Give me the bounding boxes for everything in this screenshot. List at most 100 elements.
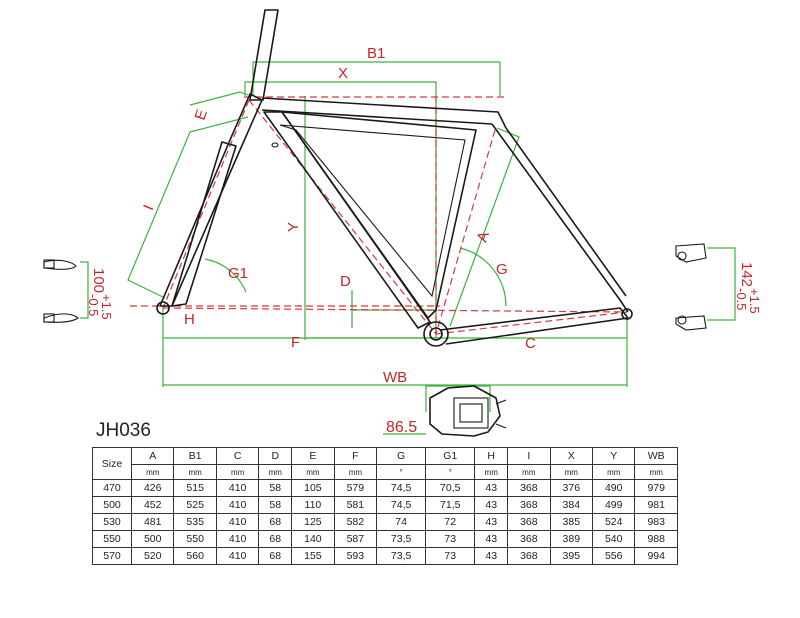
size-header: Size <box>92 447 132 480</box>
frame-geometry-diagram: B1 X E I Y A D G G1 H F C WB 100 +1.5 -0… <box>43 9 762 437</box>
table-cell: 68 <box>258 547 293 565</box>
table-cell: 560 <box>173 547 217 565</box>
label-b1: B1 <box>367 45 385 62</box>
unit-cell: mm <box>634 464 678 480</box>
table-cell: 140 <box>291 530 335 548</box>
column-header: Y <box>592 447 636 465</box>
label-g: G <box>496 261 508 278</box>
model-name: JH036 <box>96 420 151 441</box>
table-cell: 73,5 <box>376 547 427 565</box>
table-cell: 110 <box>291 496 335 514</box>
svg-text:+1.5: +1.5 <box>747 288 762 314</box>
table-cell: 579 <box>333 479 378 497</box>
label-c: C <box>525 335 536 352</box>
table-cell: 410 <box>215 547 260 565</box>
unit-cell: mm <box>507 464 551 480</box>
unit-cell: mm <box>258 464 293 480</box>
table-cell: 426 <box>130 479 175 497</box>
column-header: B1 <box>173 447 217 465</box>
bicycle-frame <box>156 9 633 347</box>
unit-cell: mm <box>333 464 378 480</box>
column-header: C <box>215 447 260 465</box>
table-cell: 68 <box>258 513 293 531</box>
table-cell: 58 <box>258 479 293 497</box>
table-cell: 587 <box>333 530 378 548</box>
table-cell: 524 <box>592 513 636 531</box>
table-cell: 155 <box>291 547 335 565</box>
table-cell: 389 <box>549 530 594 548</box>
table-units-row: mm mm mm mm mm mm ° ° mm mm mm mm mm <box>93 464 678 480</box>
table-cell: 368 <box>507 530 551 548</box>
table-cell: 384 <box>549 496 594 514</box>
column-header: G <box>376 447 427 465</box>
table-cell: 368 <box>507 479 551 497</box>
label-f: F <box>291 334 300 351</box>
svg-text:-0.5: -0.5 <box>86 294 101 316</box>
geometry-table: Size A B1 C D E F G G1 H I X Y WB mm mm … <box>92 447 678 565</box>
front-dropout-details <box>43 259 79 323</box>
table-cell: 43 <box>474 547 509 565</box>
table-cell: 520 <box>130 547 175 565</box>
table-cell: 490 <box>592 479 636 497</box>
table-cell: 988 <box>634 530 678 548</box>
table-cell: 979 <box>634 479 678 497</box>
table-cell: 410 <box>215 479 260 497</box>
label-y: Y <box>285 222 302 232</box>
column-header: I <box>507 447 551 465</box>
unit-cell: ° <box>425 464 476 480</box>
svg-text:+1.5: +1.5 <box>99 294 114 320</box>
table-cell: 395 <box>549 547 594 565</box>
table-cell: 540 <box>592 530 636 548</box>
size-cell: 470 <box>92 479 132 497</box>
table-cell: 515 <box>173 479 217 497</box>
table-cell: 74 <box>376 513 427 531</box>
label-d: D <box>340 273 351 290</box>
table-header-row: Size A B1 C D E F G G1 H I X Y WB <box>92 447 678 480</box>
table-cell: 410 <box>215 513 260 531</box>
table-cell: 385 <box>549 513 594 531</box>
size-cell: 570 <box>92 547 132 565</box>
table-cell: 70,5 <box>425 479 476 497</box>
column-header: WB <box>634 447 678 465</box>
table-cell: 983 <box>634 513 678 531</box>
table-cell: 72 <box>425 513 476 531</box>
size-cell: 530 <box>92 513 132 531</box>
unit-cell: mm <box>549 464 594 480</box>
table-cell: 73 <box>425 530 476 548</box>
table-cell: 43 <box>474 530 509 548</box>
table-cell: 58 <box>258 496 293 514</box>
table-cell: 499 <box>592 496 636 514</box>
label-i: I <box>140 202 157 212</box>
size-cell: 500 <box>92 496 132 514</box>
svg-text:-0.5: -0.5 <box>734 288 749 310</box>
table-cell: 410 <box>215 496 260 514</box>
front-spacing-dimension: 100 +1.5 -0.5 <box>86 268 114 320</box>
table-cell: 981 <box>634 496 678 514</box>
label-e: E <box>192 107 211 122</box>
table-cell: 368 <box>507 547 551 565</box>
svg-text:100: 100 <box>90 268 107 293</box>
table-cell: 550 <box>173 530 217 548</box>
table-cell: 71,5 <box>425 496 476 514</box>
column-header: E <box>291 447 335 465</box>
table-cell: 125 <box>291 513 335 531</box>
table-cell: 593 <box>333 547 378 565</box>
rear-spacing-dimension: 142 +1.5 -0.5 <box>734 262 762 314</box>
unit-cell: mm <box>592 464 636 480</box>
table-cell: 73,5 <box>376 530 427 548</box>
column-header: F <box>333 447 378 465</box>
table-cell: 68 <box>258 530 293 548</box>
label-g1: G1 <box>228 265 248 282</box>
table-cell: 74,5 <box>376 479 427 497</box>
table-cell: 581 <box>333 496 378 514</box>
column-header: G1 <box>425 447 476 465</box>
table-cell: 368 <box>507 513 551 531</box>
table-cell: 74,5 <box>376 496 427 514</box>
table-cell: 994 <box>634 547 678 565</box>
unit-cell: mm <box>474 464 509 480</box>
table-cell: 500 <box>130 530 175 548</box>
table-cell: 73 <box>425 547 476 565</box>
